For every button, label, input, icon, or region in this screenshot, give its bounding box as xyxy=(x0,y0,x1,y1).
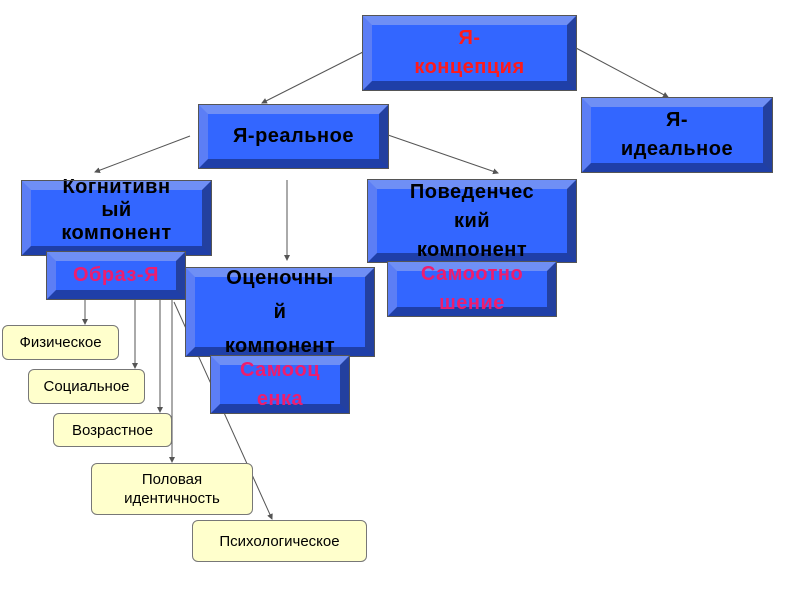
node-label: Самооц енка xyxy=(239,358,321,410)
node-behavioral: Поведенчес кий компонент xyxy=(367,179,577,263)
node-label: Я-реальное xyxy=(233,125,354,147)
node-label: Когнитивн ый компонент xyxy=(61,176,172,244)
arrow-concept-to-real xyxy=(261,51,364,104)
node-cognitive: Когнитивн ый компонент xyxy=(21,176,212,256)
arrow-real-to-cognitive xyxy=(94,135,191,174)
node-label: Самоотно шение xyxy=(420,263,524,314)
node-label: Я- концепция xyxy=(414,27,525,78)
node-label: Образ-Я xyxy=(73,264,159,286)
node-label: Поведенчес кий компонент xyxy=(409,180,535,261)
node-evaluative: Оценочны й компонент xyxy=(185,267,375,357)
node-label: Оценочны й компонент xyxy=(224,267,336,357)
node-ideal-self: Я- идеальное xyxy=(581,97,773,173)
aspect-psychological: Психологическое xyxy=(192,520,367,562)
aspect-physical: Физическое xyxy=(2,325,119,360)
arrow-real-to-behavioral xyxy=(387,134,499,175)
node-label: Я- идеальное xyxy=(620,109,734,160)
arrow-concept-to-ideal xyxy=(575,47,669,98)
aspect-age: Возрастное xyxy=(53,413,172,447)
node-self-concept: Я- концепция xyxy=(362,15,577,91)
aspect-gender-identity: Половая идентичность xyxy=(91,463,253,515)
aspect-social: Социальное xyxy=(28,369,145,404)
node-real-self: Я-реальное xyxy=(198,104,389,169)
node-self-esteem: Самооц енка xyxy=(210,355,350,414)
node-self-image: Образ-Я xyxy=(46,251,186,300)
node-self-attitude: Самоотно шение xyxy=(387,261,557,317)
